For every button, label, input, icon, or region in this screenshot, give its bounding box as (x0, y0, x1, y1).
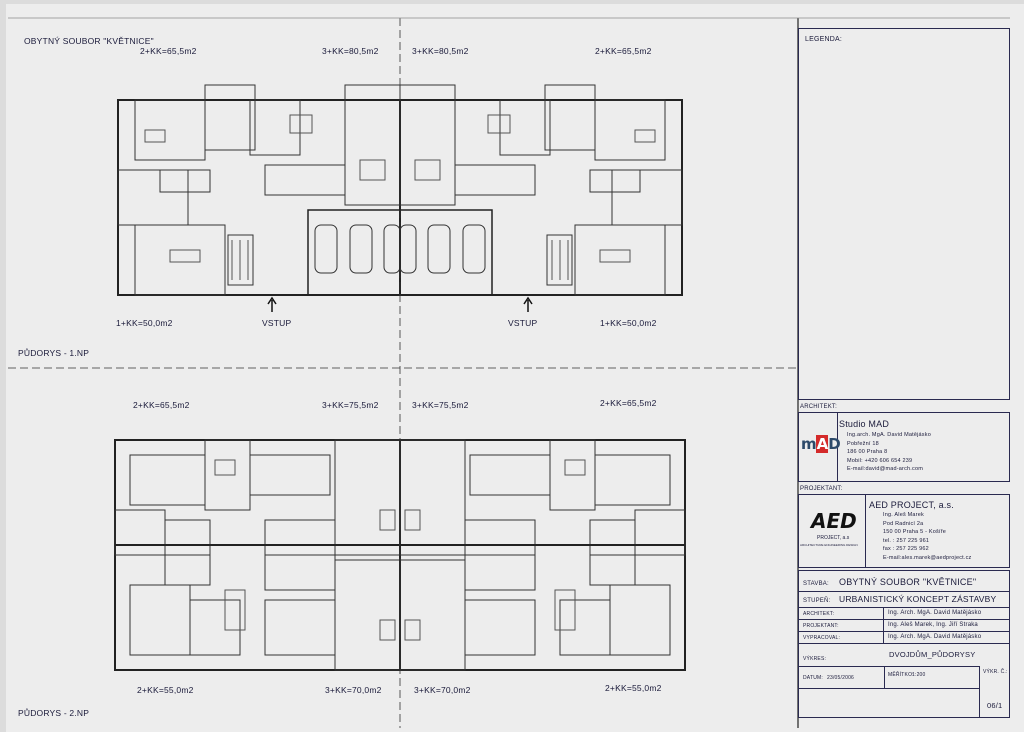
vypracoval-label: VYPRACOVAL: (803, 635, 841, 641)
unit-label: 3+KK=75,5m2 (322, 400, 379, 410)
entrance-label: VSTUP (262, 318, 292, 328)
projektant-value: Ing. Aleš Marek, Ing. Jiří Straka (888, 622, 978, 628)
legend-title: LEGENDA: (805, 36, 842, 43)
projektant-label: PROJEKTANT: (803, 623, 839, 629)
legend-box: LEGENDA: (798, 28, 1010, 400)
vykres-value: DVOJDŮM_PŮDORYSY (889, 650, 976, 659)
mad-logo: mAD (799, 413, 841, 481)
vypracoval-value: Ing. Arch. MgA. David Matějásko (888, 634, 982, 640)
meritko-value: 1:200 (912, 672, 926, 678)
project-title: OBYTNÝ SOUBOR "KVĚTNICE" (24, 36, 154, 46)
unit-label: 2+KK=55,0m2 (137, 685, 194, 695)
unit-label: 2+KK=65,5m2 (140, 46, 197, 56)
unit-label: 2+KK=65,5m2 (600, 398, 657, 408)
datum-label: DATUM: (803, 675, 823, 681)
designer-section-label: PROJEKTANT: (800, 486, 843, 492)
floor-title: PŮDORYS - 1.NP (18, 348, 90, 358)
entrance-label: VSTUP (508, 318, 538, 328)
stupen-label: STUPEŇ: (803, 598, 831, 604)
unit-label: 3+KK=80,5m2 (322, 46, 379, 56)
architekt-value: Ing. Arch. MgA. David Matějásko (888, 610, 982, 616)
unit-label: 1+KK=50,0m2 (116, 318, 173, 328)
cislo-value: 06/1 (987, 701, 1003, 710)
meritko-label: MĚŘÍTKO: (888, 672, 914, 678)
unit-label: 2+KK=65,5m2 (133, 400, 190, 410)
vykres-label: VÝKRES: (803, 656, 827, 662)
unit-label: 3+KK=75,5m2 (412, 400, 469, 410)
unit-label: 3+KK=80,5m2 (412, 46, 469, 56)
floor-title: PŮDORYS - 2.NP (18, 708, 90, 718)
stavba-label: STAVBA: (803, 581, 829, 587)
designer-name: AED PROJECT, a.s. (869, 500, 954, 510)
cislo-label: VÝKR. Č.: (983, 669, 1008, 675)
unit-label: 1+KK=50,0m2 (600, 318, 657, 328)
datum-value: 23/05/2006 (827, 675, 855, 681)
designer-box: AED PROJECT, a.s ARCHITECTURE ENGINEERIN… (798, 494, 1010, 568)
stavba-value: OBYTNÝ SOUBOR "KVĚTNICE" (839, 577, 977, 587)
architect-section-label: ARCHITEKT: (800, 404, 838, 410)
unit-label: 2+KK=65,5m2 (595, 46, 652, 56)
unit-label: 3+KK=70,0m2 (325, 685, 382, 695)
title-block: STAVBA: OBYTNÝ SOUBOR "KVĚTNICE" STUPEŇ:… (798, 570, 1010, 718)
stupen-value: URBANISTICKÝ KONCEPT ZÁSTAVBY (839, 594, 997, 604)
architect-box: mAD Studio MAD Ing.arch. MgA. David Matě… (798, 412, 1010, 482)
architekt-label: ARCHITEKT: (803, 611, 835, 617)
unit-label: 2+KK=55,0m2 (605, 683, 662, 693)
aed-logo: AED PROJECT, a.s ARCHITECTURE ENGINEERIN… (799, 495, 866, 567)
architect-name: Studio MAD (839, 419, 890, 429)
unit-label: 3+KK=70,0m2 (414, 685, 471, 695)
